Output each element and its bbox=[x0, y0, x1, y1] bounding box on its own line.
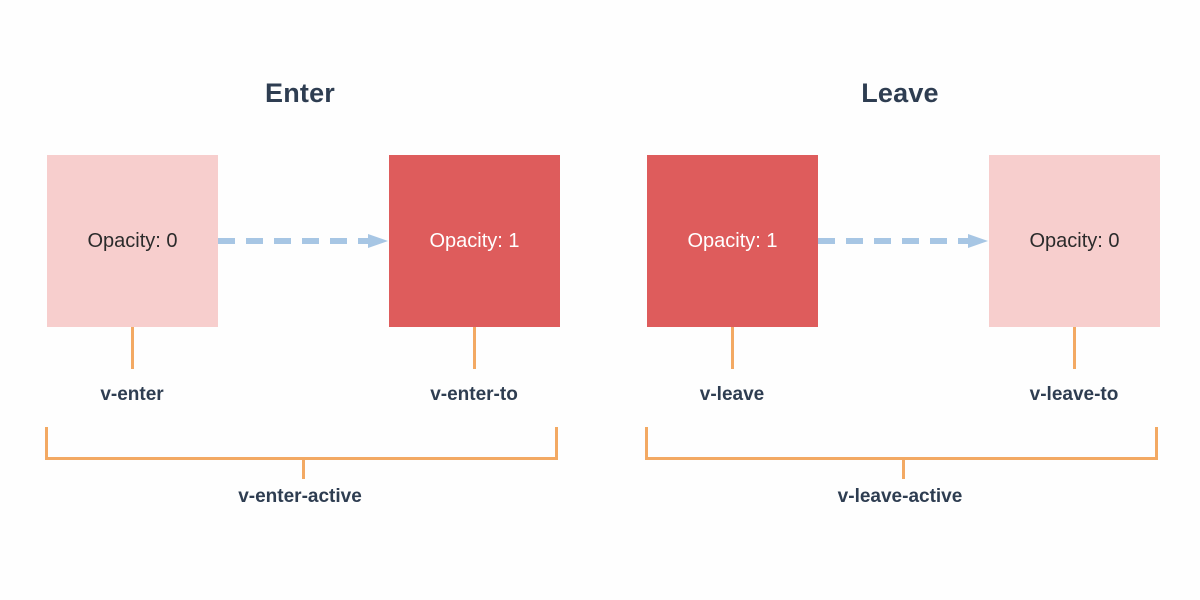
enter-start-box: Opacity: 0 bbox=[47, 155, 218, 327]
enter-active-bracket-stem bbox=[302, 460, 305, 479]
enter-start-class-label: v-enter bbox=[100, 384, 164, 405]
enter-active-bracket bbox=[45, 427, 558, 460]
leave-active-class-label: v-leave-active bbox=[837, 486, 963, 507]
enter-end-box-label: Opacity: 1 bbox=[429, 230, 520, 252]
leave-panel: Leave Opacity: 1 Opacity: 0 v-leave v-le… bbox=[600, 0, 1200, 600]
leave-start-box: Opacity: 1 bbox=[647, 155, 818, 327]
leave-start-class-label: v-leave bbox=[699, 384, 765, 405]
leave-end-connector-stem bbox=[1073, 327, 1076, 369]
enter-end-connector-stem bbox=[473, 327, 476, 369]
enter-arrow-head-icon bbox=[368, 234, 388, 248]
enter-panel: Enter Opacity: 0 Opacity: 1 v-enter v-en… bbox=[45, 78, 560, 507]
leave-end-class-label: v-leave-to bbox=[1029, 384, 1119, 405]
enter-arrow-line bbox=[218, 238, 370, 244]
leave-arrow-line bbox=[818, 238, 970, 244]
leave-active-bracket-stem bbox=[902, 460, 905, 479]
leave-end-box: Opacity: 0 bbox=[989, 155, 1160, 327]
enter-active-class-label: v-enter-active bbox=[238, 486, 362, 507]
leave-start-box-label: Opacity: 1 bbox=[687, 230, 778, 252]
leave-active-bracket bbox=[645, 427, 1158, 460]
enter-transition-arrow-icon bbox=[218, 234, 389, 248]
leave-panel-title: Leave bbox=[861, 78, 939, 108]
enter-end-class-label: v-enter-to bbox=[430, 384, 518, 405]
enter-start-box-label: Opacity: 0 bbox=[87, 230, 178, 252]
enter-end-box: Opacity: 1 bbox=[389, 155, 560, 327]
leave-transition-arrow-icon bbox=[818, 234, 989, 248]
enter-panel-title: Enter bbox=[264, 78, 336, 108]
enter-start-connector-stem bbox=[131, 327, 134, 369]
leave-end-box-label: Opacity: 0 bbox=[1029, 230, 1120, 252]
leave-start-connector-stem bbox=[731, 327, 734, 369]
leave-arrow-head-icon bbox=[968, 234, 988, 248]
